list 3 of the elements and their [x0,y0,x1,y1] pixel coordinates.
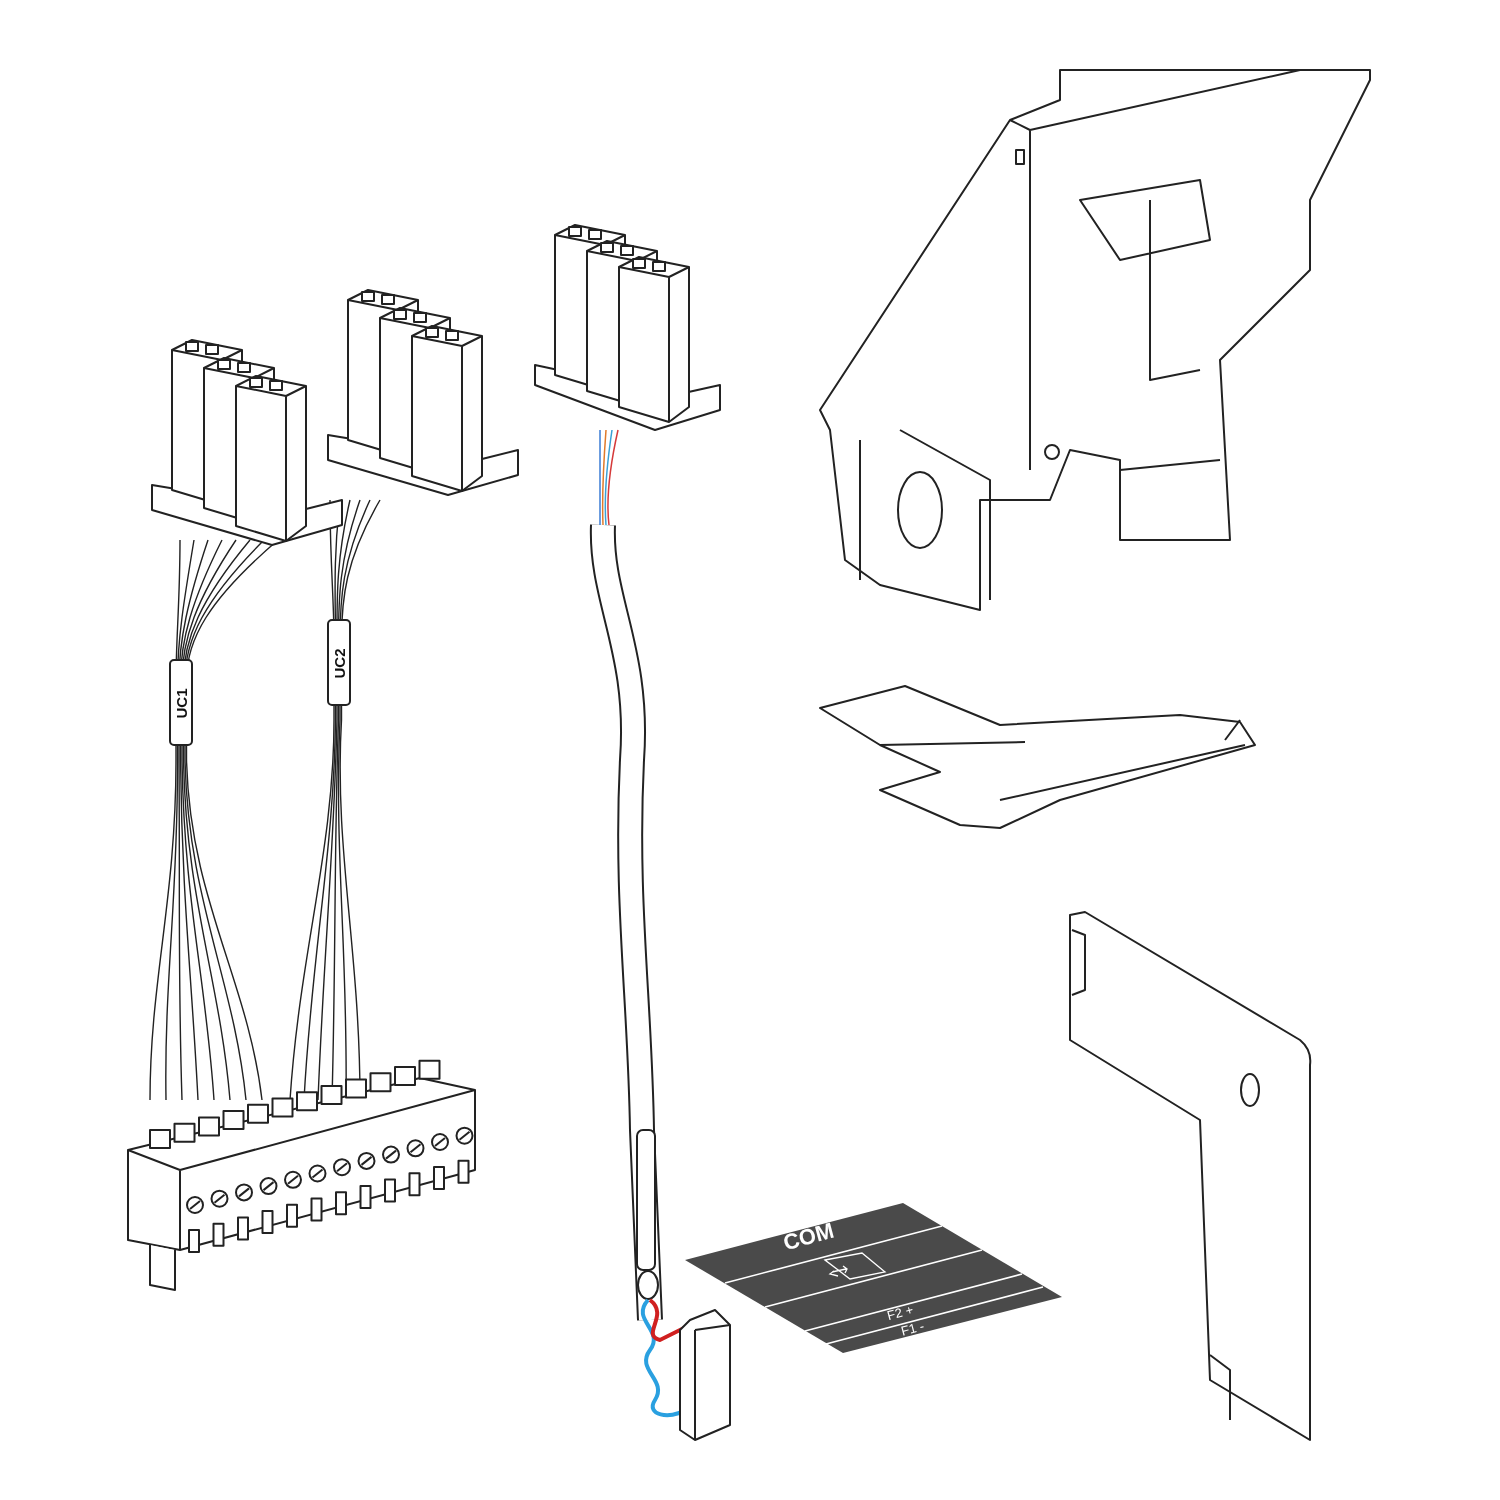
wire-marker-label: UC2 [331,648,347,678]
wire-marker-label: UC1 [173,688,189,718]
sticker-title: COM [780,1219,836,1255]
